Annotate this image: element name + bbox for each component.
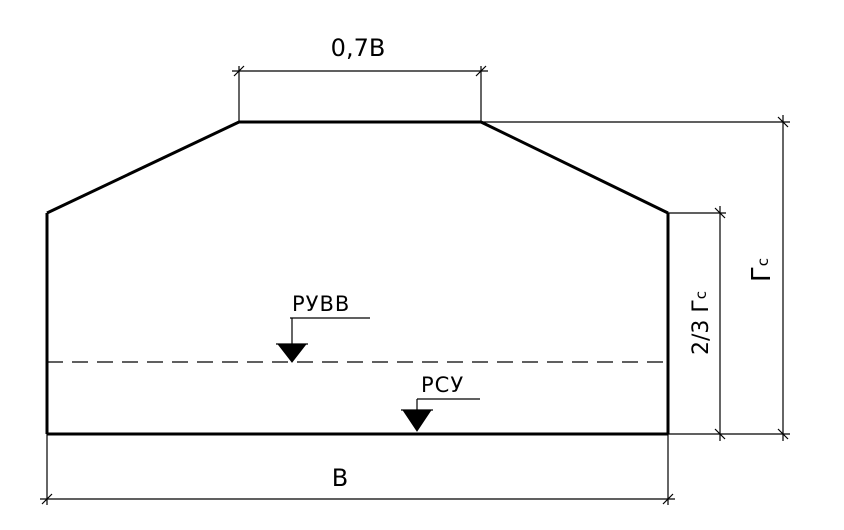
working-level-triangle-icon: [402, 409, 432, 432]
top-dim-tick-right: [475, 65, 487, 77]
outer-dim-tick-top: [777, 116, 789, 128]
inner-height-label-main: 2/3 Г: [689, 299, 714, 355]
working-level-label: РСУ: [421, 373, 464, 397]
outer-height-dimension: Гс: [481, 115, 790, 441]
top-width-dimension: 0,7В: [232, 34, 488, 122]
inner-dim-tick-top: [714, 207, 726, 219]
inner-height-label: 2/3 Гс: [689, 291, 714, 355]
top-dim-tick-left: [233, 65, 245, 77]
top-width-label: 0,7В: [331, 34, 386, 62]
inner-height-dimension: 2/3 Гс: [668, 206, 726, 441]
outer-height-label: Гс: [747, 258, 777, 282]
inner-dim-tick-bottom: [714, 428, 726, 440]
outer-dim-tick-bottom: [777, 428, 789, 440]
left-slope: [46, 120, 240, 215]
bottom-width-dimension: В: [40, 434, 675, 505]
outer-height-label-sub: с: [754, 258, 772, 266]
body-outline: [45, 120, 670, 436]
bottom-dim-tick-right: [662, 493, 674, 505]
high-water-level-label: РУВВ: [292, 292, 350, 316]
inner-height-label-sub: с: [692, 291, 710, 299]
bottom-width-label: В: [332, 464, 348, 492]
high-water-level-marker: РУВВ: [276, 292, 370, 363]
outer-height-label-main: Г: [747, 266, 777, 282]
high-level-triangle-icon: [276, 343, 308, 363]
working-level-marker: РСУ: [401, 373, 480, 432]
right-slope: [480, 120, 669, 215]
bottom-dim-tick-left: [41, 493, 53, 505]
